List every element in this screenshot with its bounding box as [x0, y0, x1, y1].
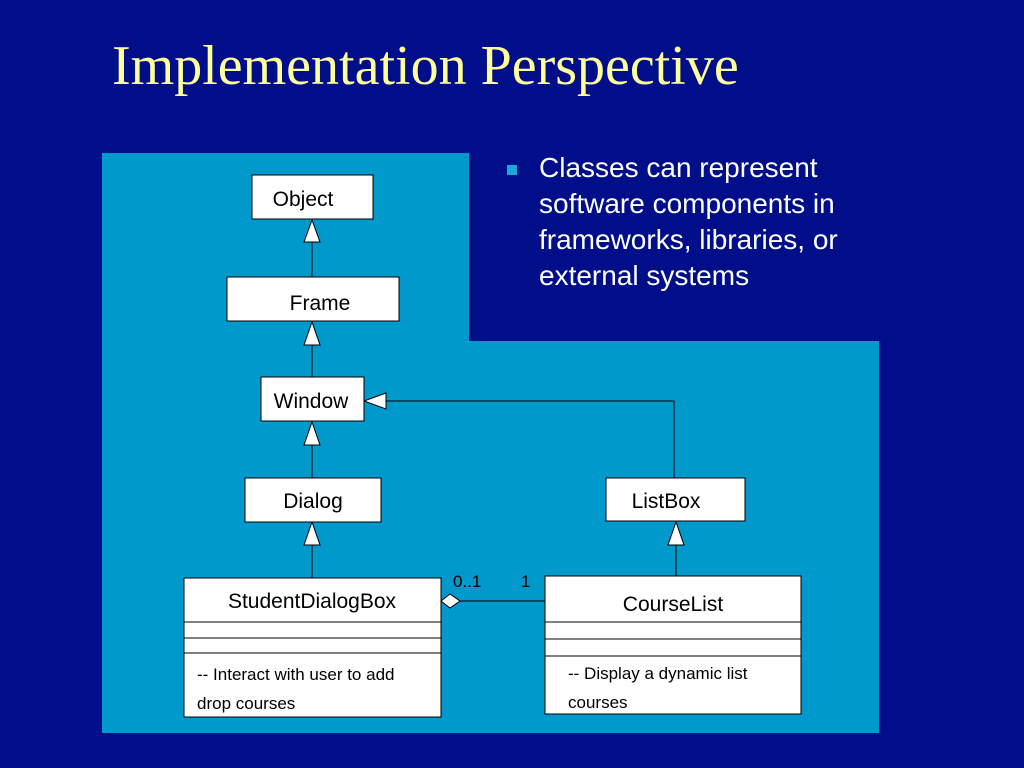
generalization-arrowhead-frame — [303, 320, 321, 346]
generalization-arrowhead-window-side — [362, 392, 387, 410]
class-course-list-name: CourseList — [623, 593, 724, 616]
class-course-list-note-line-2: courses — [568, 693, 628, 712]
generalization-arrowhead-object — [303, 218, 321, 243]
class-course-list: CourseList -- Display a dynamic list cou… — [544, 575, 802, 715]
generalization-listbox-window-line — [386, 400, 675, 478]
class-dialog-name: Dialog — [283, 490, 343, 513]
class-window-name: Window — [274, 390, 350, 413]
bullet-list: Classes can represent software component… — [505, 150, 915, 294]
generalization-arrowhead-dialog — [303, 520, 321, 546]
square-bullet-icon — [507, 165, 517, 175]
class-listbox: ListBox — [605, 477, 746, 522]
bullet-text: Classes can represent software component… — [539, 152, 838, 291]
slide-title: Implementation Perspective — [112, 35, 739, 97]
class-student-dialog-box-name: StudentDialogBox — [228, 590, 397, 613]
class-listbox-name: ListBox — [632, 490, 701, 513]
bullet-item: Classes can represent software component… — [505, 150, 915, 294]
class-dialog: Dialog — [244, 477, 382, 523]
multiplicity-left: 0..1 — [453, 572, 481, 591]
generalization-arrowhead-window — [303, 420, 321, 446]
class-course-list-note-line-1: -- Display a dynamic list — [568, 664, 748, 683]
class-window: Window — [260, 376, 365, 422]
multiplicity-right: 1 — [521, 572, 530, 591]
class-frame-name: Frame — [290, 292, 351, 315]
class-object-name: Object — [273, 188, 334, 211]
class-student-dialog-box-note-line-2: drop courses — [197, 694, 295, 713]
generalization-arrowhead-listbox — [667, 520, 685, 546]
class-frame: Frame — [226, 276, 400, 322]
class-student-dialog-box: StudentDialogBox -- Interact with user t… — [183, 577, 442, 718]
aggregation-diamond — [440, 593, 461, 609]
class-student-dialog-box-note-line-1: -- Interact with user to add — [197, 665, 394, 684]
class-object: Object — [251, 174, 374, 220]
